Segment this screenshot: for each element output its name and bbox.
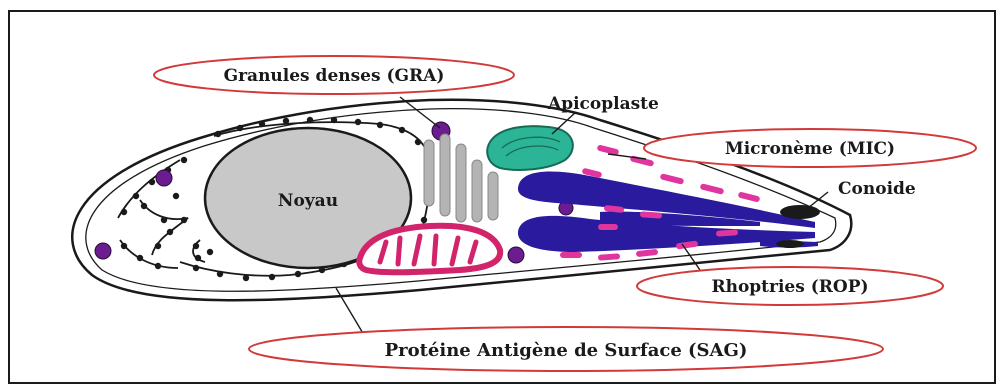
conoid — [780, 205, 820, 219]
dense-granule — [95, 243, 111, 259]
label-mic: Micronème (MIC) — [644, 129, 976, 167]
microneme — [560, 252, 582, 258]
apicoplast-shape — [487, 126, 573, 170]
label-gra: Granules denses (GRA) — [154, 56, 514, 94]
label-text-mic: Micronème (MIC) — [725, 139, 895, 159]
label-text-apicoplaste: Apicoplaste — [547, 94, 659, 114]
dense-granule — [156, 170, 172, 186]
apicoplast — [487, 126, 573, 170]
conoid-base — [776, 240, 804, 248]
label-text-rop: Rhoptries (ROP) — [711, 277, 868, 297]
microneme — [598, 224, 618, 230]
label-text-gra: Granules denses (GRA) — [224, 66, 445, 86]
label-apicoplaste: Apicoplaste — [547, 94, 659, 114]
label-text-conoide: Conoide — [838, 179, 916, 199]
nucleus-label: Noyau — [278, 191, 338, 211]
label-text-sag: Protéine Antigène de Surface (SAG) — [385, 340, 748, 361]
label-sag: Protéine Antigène de Surface (SAG) — [249, 327, 883, 371]
label-rop: Rhoptries (ROP) — [637, 267, 943, 305]
dense-granule — [508, 247, 524, 263]
label-conoide: Conoide — [838, 179, 916, 199]
